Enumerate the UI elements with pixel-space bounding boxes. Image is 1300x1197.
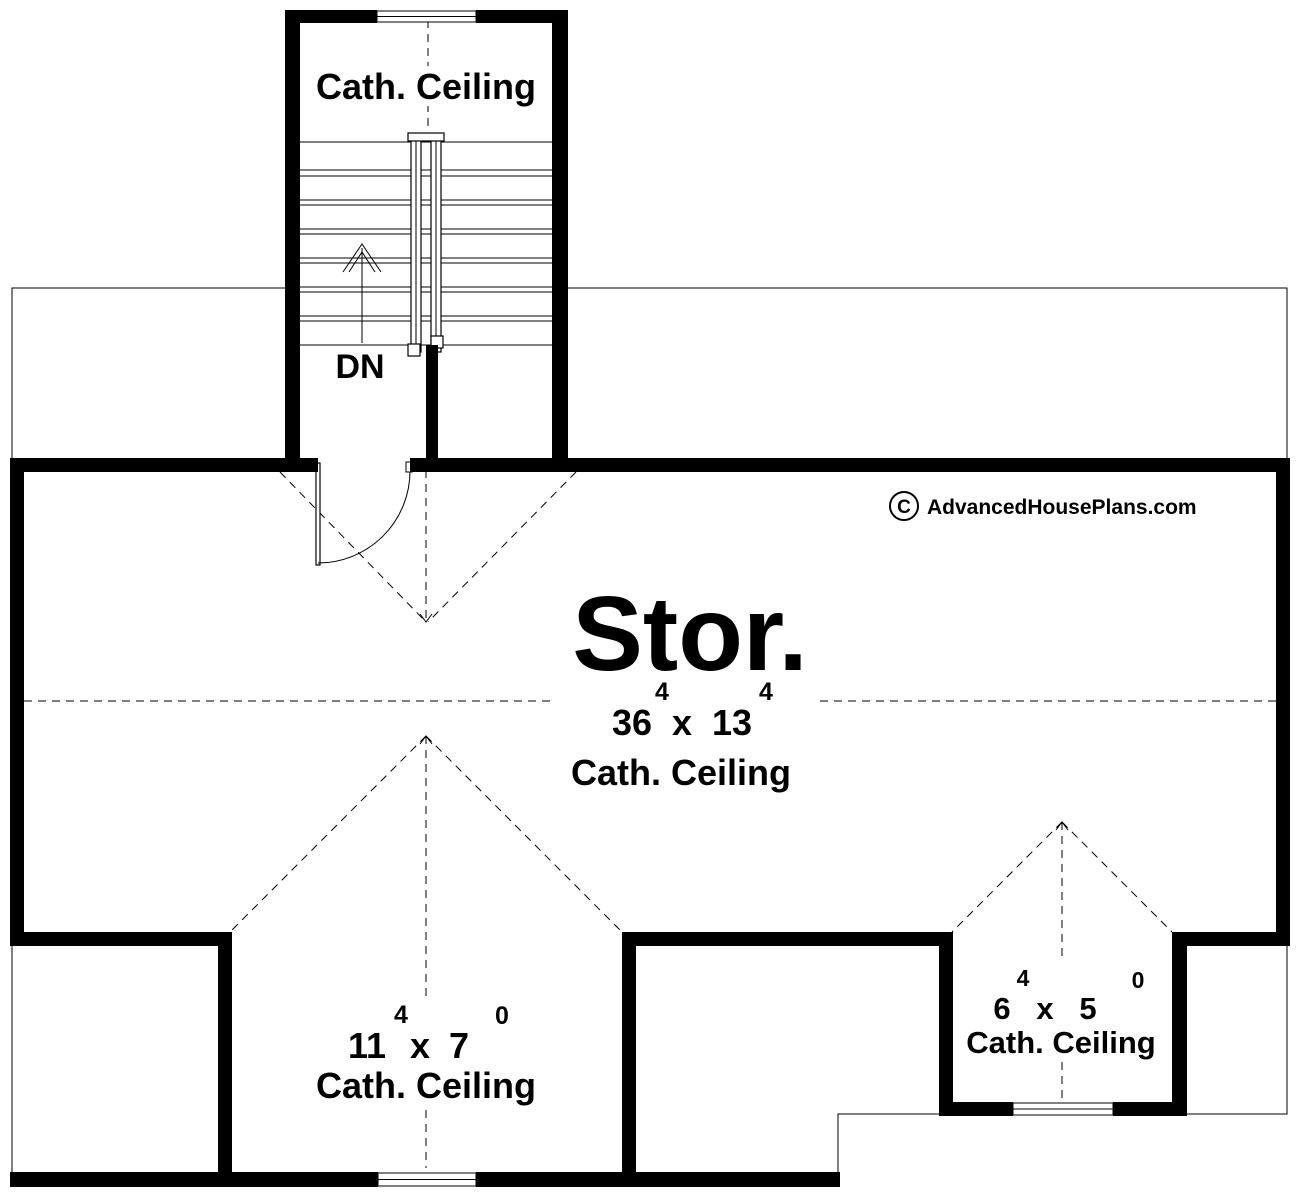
window-right-dormer [1012,1102,1114,1116]
storage-dim-length: 13 [712,702,752,743]
right-dormer-labels: 6 4 x 5 0 Cath. Ceiling [966,965,1155,1060]
stair-handrail [407,132,445,357]
left-dormer-labels: 11 4 x 7 0 Cath. Ceiling [316,1001,536,1106]
right-dormer-dim-times: x [1036,991,1054,1026]
storage-room-name: Stor. [572,575,808,693]
window-stair [376,10,477,23]
storage-dim-width-inches: 4 [655,678,669,706]
storage-dim-times: x [672,702,692,743]
stair-ceiling-label: Cath. Ceiling [316,66,536,107]
right-dormer-dim-length: 5 [1079,991,1096,1026]
right-dormer-ceiling-label: Cath. Ceiling [966,1025,1155,1060]
storage-dim-length-inches: 4 [759,678,773,706]
right-dormer-dim-width-inches: 4 [1017,965,1030,991]
storage-labels: Stor. 36 4 x 13 4 Cath. Ceiling [571,575,808,793]
roof-outline [11,287,1288,1172]
storage-ceiling-label: Cath. Ceiling [571,752,791,793]
left-dormer-dim-width: 11 [348,1025,386,1066]
copyright-mark: C AdvancedHousePlans.com [889,491,1197,521]
stair-treads [300,141,552,346]
stair-direction-label: DN [335,348,384,386]
copyright-symbol: C [897,497,911,518]
stair-direction-arrow [342,243,382,343]
right-dormer-dim-length-inches: 0 [1132,967,1145,993]
right-dormer-dim-width: 6 [993,991,1010,1026]
window-left-dormer [377,1172,477,1187]
copyright-text: AdvancedHousePlans.com [927,496,1197,519]
stair-labels: Cath. Ceiling DN [302,66,550,386]
walls [10,10,1300,1187]
left-dormer-dim-width-inches: 4 [394,1001,408,1029]
storage-dim-width: 36 [612,702,652,743]
left-dormer-ceiling-label: Cath. Ceiling [316,1065,536,1106]
left-dormer-dim-length-inches: 0 [495,1002,509,1030]
door-swing [315,461,413,566]
left-dormer-dim-length: 7 [449,1025,469,1066]
left-dormer-dim-times: x [410,1025,430,1066]
